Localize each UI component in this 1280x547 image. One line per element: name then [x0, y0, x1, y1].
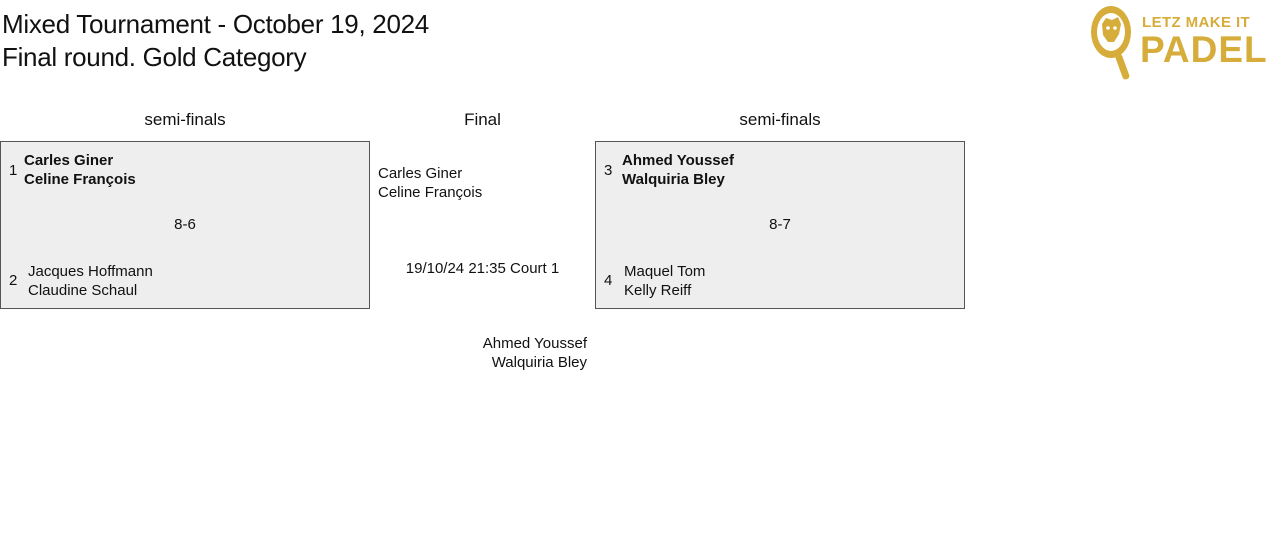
- team-top: Ahmed Youssef Walquiria Bley: [622, 151, 734, 189]
- player-name: Ahmed Youssef: [482, 335, 587, 352]
- semifinal-left-match[interactable]: 1 Carles Giner Celine François 8-6 2 Jac…: [0, 141, 370, 309]
- seed-number: 2: [9, 272, 18, 289]
- player-name: Walquiria Bley: [622, 171, 725, 188]
- player-name: Celine François: [24, 171, 136, 188]
- player-name: Carles Giner: [24, 152, 114, 169]
- player-name: Maquel Tom: [624, 263, 706, 280]
- final-team-top[interactable]: Carles Giner Celine François: [378, 164, 482, 202]
- final-team-bottom[interactable]: Ahmed Youssef Walquiria Bley: [400, 334, 587, 372]
- round-label-left-semifinals: semi-finals: [144, 110, 226, 129]
- player-name: Claudine Schaul: [28, 282, 138, 299]
- final-schedule: 19/10/24 21:35 Court 1: [405, 260, 560, 277]
- round-label-right-semifinals: semi-finals: [739, 110, 821, 129]
- logo-text-line-1: LETZ MAKE IT: [1142, 14, 1251, 31]
- team-bottom: Maquel Tom Kelly Reiff: [624, 262, 705, 300]
- match-score: 8-7: [769, 216, 791, 233]
- match-score: 8-6: [174, 216, 196, 233]
- seed-number: 1: [9, 162, 18, 179]
- logo: LETZ MAKE IT PADEL: [1088, 2, 1274, 82]
- seed-number: 4: [604, 272, 613, 289]
- player-name: Carles Giner: [378, 165, 463, 182]
- player-name: Walquiria Bley: [491, 354, 587, 371]
- seed-number: 3: [604, 162, 613, 179]
- player-name: Kelly Reiff: [624, 282, 692, 299]
- title-line-1: Mixed Tournament - October 19, 2024: [2, 9, 429, 39]
- logo-text-line-2: PADEL: [1140, 29, 1268, 70]
- title-line-2: Final round. Gold Category: [2, 42, 307, 72]
- player-name: Jacques Hoffmann: [28, 263, 153, 280]
- team-bottom: Jacques Hoffmann Claudine Schaul: [28, 262, 153, 300]
- player-name: Ahmed Youssef: [622, 152, 734, 169]
- round-label-final: Final: [464, 110, 501, 129]
- lion-padel-racket-icon: [1091, 6, 1131, 80]
- page-title: Mixed Tournament - October 19, 2024 Fina…: [2, 8, 429, 74]
- semifinal-right-match[interactable]: 3 Ahmed Youssef Walquiria Bley 8-7 4 Maq…: [595, 141, 965, 309]
- team-top: Carles Giner Celine François: [24, 151, 136, 189]
- player-name: Celine François: [378, 184, 483, 201]
